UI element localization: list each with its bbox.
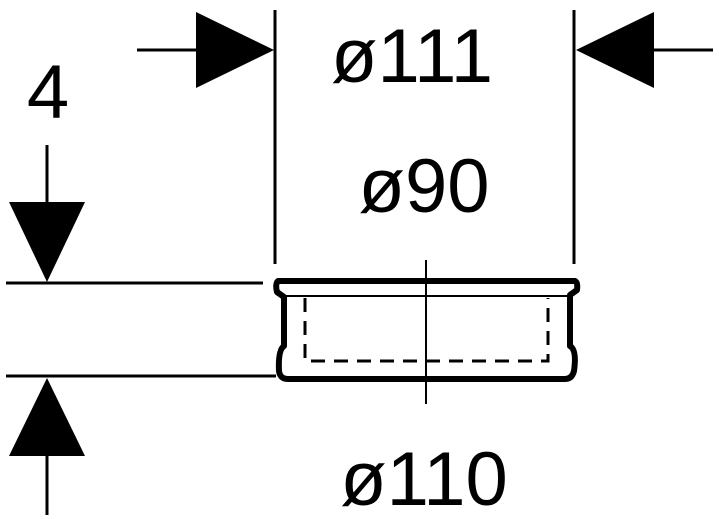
arrowhead-up-pointing	[9, 378, 85, 456]
ring-part	[273, 260, 581, 404]
outer-top-diameter-label: ø111	[331, 14, 493, 99]
bottom-diameter-label: ø110	[340, 437, 508, 519]
arrowhead-left-pointing	[576, 12, 654, 88]
arrowhead-down-pointing	[9, 202, 85, 282]
height-label: 4	[27, 50, 69, 135]
arrowhead-right-pointing	[196, 12, 274, 88]
height-dimension: 4	[6, 50, 276, 515]
inner-diameter-label: ø90	[359, 144, 490, 229]
top-diameter-dimension: ø111	[137, 10, 713, 264]
